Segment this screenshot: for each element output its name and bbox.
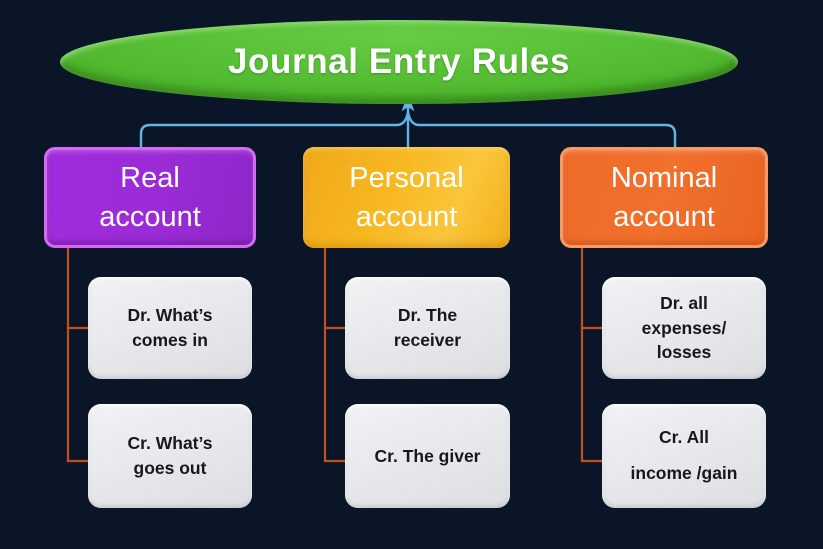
rule-box-nominal-credit[interactable]: Cr. All income /gain [602, 404, 766, 508]
category-title-line-1: Personal [349, 162, 464, 195]
rule-text-line-1: Cr. What’s [127, 433, 213, 454]
category-box-nominal-account[interactable]: Nominal account [560, 147, 768, 248]
rule-box-personal-credit[interactable]: Cr. The giver [345, 404, 510, 508]
rule-text-line-2: expenses/ [641, 317, 727, 338]
rule-text-line-1: Cr. The giver [374, 445, 481, 466]
category-title-line-1: Real [120, 162, 180, 195]
category-title-line-1: Nominal [610, 162, 718, 195]
rule-box-personal-debit[interactable]: Dr. The receiver [345, 277, 510, 379]
rule-text-line-1: Dr. The [397, 305, 458, 326]
rule-box-nominal-debit[interactable]: Dr. all expenses/ losses [602, 277, 766, 379]
category-title-line-2: account [355, 200, 458, 233]
root-node-journal-entry-rules[interactable]: Journal Entry Rules [60, 20, 738, 104]
rule-text-line-1: Dr. all [660, 292, 708, 313]
root-node-label: Journal Entry Rules [227, 42, 571, 81]
rule-text-line-1: Cr. All [659, 427, 709, 448]
rule-text-line-2: receiver [393, 330, 462, 350]
category-box-personal-account[interactable]: Personal account [303, 147, 510, 248]
category-box-real-account[interactable]: Real account [44, 147, 256, 248]
rule-text-line-2: goes out [133, 458, 207, 478]
rule-box-real-debit[interactable]: Dr. What’s comes in [88, 277, 252, 379]
rule-text-line-2: income /gain [630, 463, 738, 483]
rule-text-line-1: Dr. What’s [127, 305, 213, 326]
category-title-line-2: account [613, 200, 715, 233]
rule-box-real-credit[interactable]: Cr. What’s goes out [88, 404, 252, 508]
rule-text-line-3: losses [656, 342, 712, 363]
rule-text-line-2: comes in [132, 330, 208, 350]
category-title-line-2: account [99, 200, 201, 233]
